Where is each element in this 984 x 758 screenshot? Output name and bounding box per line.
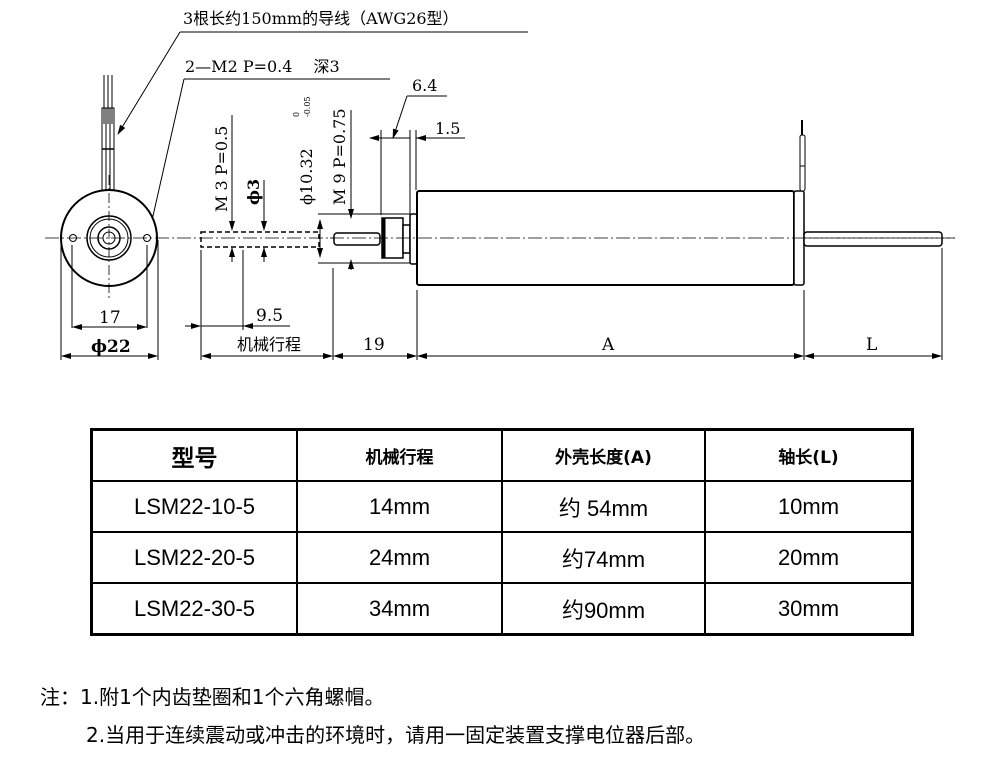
phi3-label: ϕ3 — [244, 179, 263, 205]
lead-wire-callout-text: 3根长约150mm的导线（AWG26型） — [183, 9, 459, 28]
technical-drawing: 3根长约150mm的导线（AWG26型） 2—M2 P=0.4 深3 6.4 1… — [45, 9, 955, 360]
mechanical-travel-text: 机械行程 — [237, 335, 301, 354]
cell-shaft-length: 10mm — [704, 480, 914, 533]
dim-19-text: 19 — [363, 335, 385, 355]
cell-travel: 24mm — [296, 531, 503, 584]
dim-9-5-text: 9.5 — [256, 306, 283, 326]
table-header-row: 型号 机械行程 外壳长度(A) 轴长(L) — [90, 428, 914, 482]
dim-6-4-text: 6.4 — [412, 76, 437, 95]
lead-wire-callout: 3根长约150mm的导线（AWG26型） — [117, 9, 528, 135]
header-model: 型号 — [90, 428, 298, 482]
cell-shaft-length: 30mm — [704, 582, 914, 636]
dim-phi22-text: ϕ22 — [91, 337, 131, 357]
mount-hole-callout: 2—M2 P=0.4 深3 — [147, 57, 390, 239]
cell-model: LSM22-20-5 — [90, 531, 298, 584]
spec-table: 型号 机械行程 外壳长度(A) 轴长(L) LSM22-10-5 14mm 约 … — [90, 428, 914, 636]
table-row: LSM22-20-5 24mm 约74mm 20mm — [90, 531, 914, 584]
cell-model: LSM22-10-5 — [90, 480, 298, 533]
phi10-32-tol-lower: -0.05 — [303, 96, 312, 117]
table-row: LSM22-30-5 34mm 约90mm 30mm — [90, 582, 914, 636]
cell-travel: 14mm — [296, 480, 503, 533]
phi10-32-label: ϕ10.32 — [297, 148, 316, 205]
header-shaft-length: 轴长(L) — [704, 428, 914, 482]
note-line-1: 注：1.附1个内齿垫圈和1个六角螺帽。 — [40, 685, 385, 709]
cell-travel: 34mm — [296, 582, 503, 636]
cell-housing-length: 约90mm — [501, 582, 706, 636]
phi10-32-tol-upper: 0 — [292, 112, 301, 117]
table-row: LSM22-10-5 14mm 约 54mm 10mm — [90, 480, 914, 533]
front-view: 17 ϕ22 — [60, 75, 159, 360]
cell-housing-length: 约74mm — [501, 531, 706, 584]
header-travel: 机械行程 — [296, 428, 503, 482]
note-line-2: 2.当用于连续震动或冲击的环境时，请用一固定装置支撑电位器后部。 — [86, 723, 706, 747]
cell-shaft-length: 20mm — [704, 531, 914, 584]
notes: 注：1.附1个内齿垫圈和1个六角螺帽。 2.当用于连续震动或冲击的环境时，请用一… — [40, 678, 705, 754]
dim-6-4-callout: 6.4 1.5 — [369, 76, 465, 215]
dim-L-text: L — [866, 335, 877, 355]
m9-thread-label: M 9 P=0.75 — [330, 108, 349, 205]
dim-1-5-text: 1.5 — [435, 119, 460, 138]
cell-housing-length: 约 54mm — [501, 480, 706, 533]
dim-17-text: 17 — [99, 308, 121, 328]
dim-A-text: A — [601, 335, 615, 355]
bottom-dimensions: 9.5 机械行程 19 A L — [185, 248, 943, 360]
side-view — [200, 110, 955, 286]
m3-thread-label: M 3 P=0.5 — [212, 126, 231, 212]
mount-hole-callout-text: 2—M2 P=0.4 深3 — [185, 57, 340, 76]
header-housing-length: 外壳长度(A) — [501, 428, 706, 482]
cell-model: LSM22-30-5 — [90, 582, 298, 636]
